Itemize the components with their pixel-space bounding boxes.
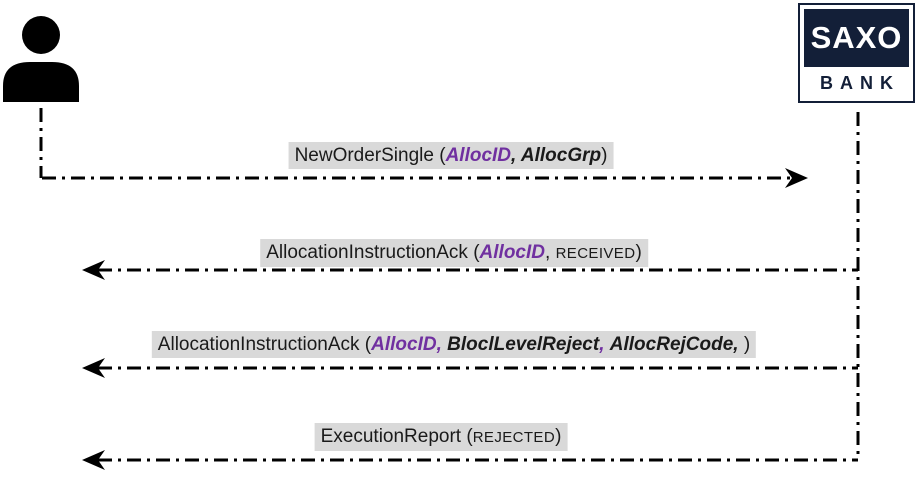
saxo-bank-logo: SAXO BANK (798, 3, 915, 103)
message-label-part: ) (601, 145, 608, 166)
arrowhead-left-4 (82, 450, 105, 470)
bank-logo-text: BANK (820, 72, 900, 93)
message-label-part: AllocationInstructionAck ( (266, 242, 480, 263)
message-label-part: BloclLevelReject (447, 334, 600, 355)
message-label-part: AllocID (445, 145, 512, 166)
message-label-part: AllocationInstructionAck ( (157, 334, 372, 355)
message-label-part: RECEIVED (555, 245, 636, 262)
message-label-part: , (545, 242, 556, 263)
message-label-part: AllocGrp (520, 145, 602, 166)
message-label-part: ) (635, 242, 642, 263)
message-label-allocation-instruction-ack-reject: AllocationInstructionAck (AllocID, Blocl… (151, 331, 757, 358)
message-label-part: AllocID, (371, 334, 442, 355)
message-label-part: AllocID (479, 242, 545, 263)
message-label-part: ) (738, 334, 751, 355)
message-label-part: REJECTED (472, 429, 556, 446)
message-label-part: , (511, 145, 521, 166)
message-label-new-order-single: NewOrderSingle (AllocID, AllocGrp) (288, 142, 614, 169)
message-label-part: NewOrderSingle ( (294, 145, 446, 166)
saxo-logo-text: SAXO (804, 9, 909, 67)
message-label-part: AllocRejCode, (609, 334, 739, 355)
message-label-allocation-instruction-ack-received: AllocationInstructionAck (AllocID, RECEI… (260, 239, 648, 267)
message-label-part: , (599, 334, 605, 355)
arrowhead-right-1 (785, 168, 808, 188)
arrowhead-left-2 (82, 260, 105, 280)
arrowhead-left-3 (82, 358, 105, 378)
message-label-part: ) (555, 426, 562, 447)
message-label-part: ExecutionReport ( (320, 426, 473, 447)
message-label-execution-report-rejected: ExecutionReport (REJECTED) (314, 423, 568, 451)
person-icon (3, 16, 79, 102)
